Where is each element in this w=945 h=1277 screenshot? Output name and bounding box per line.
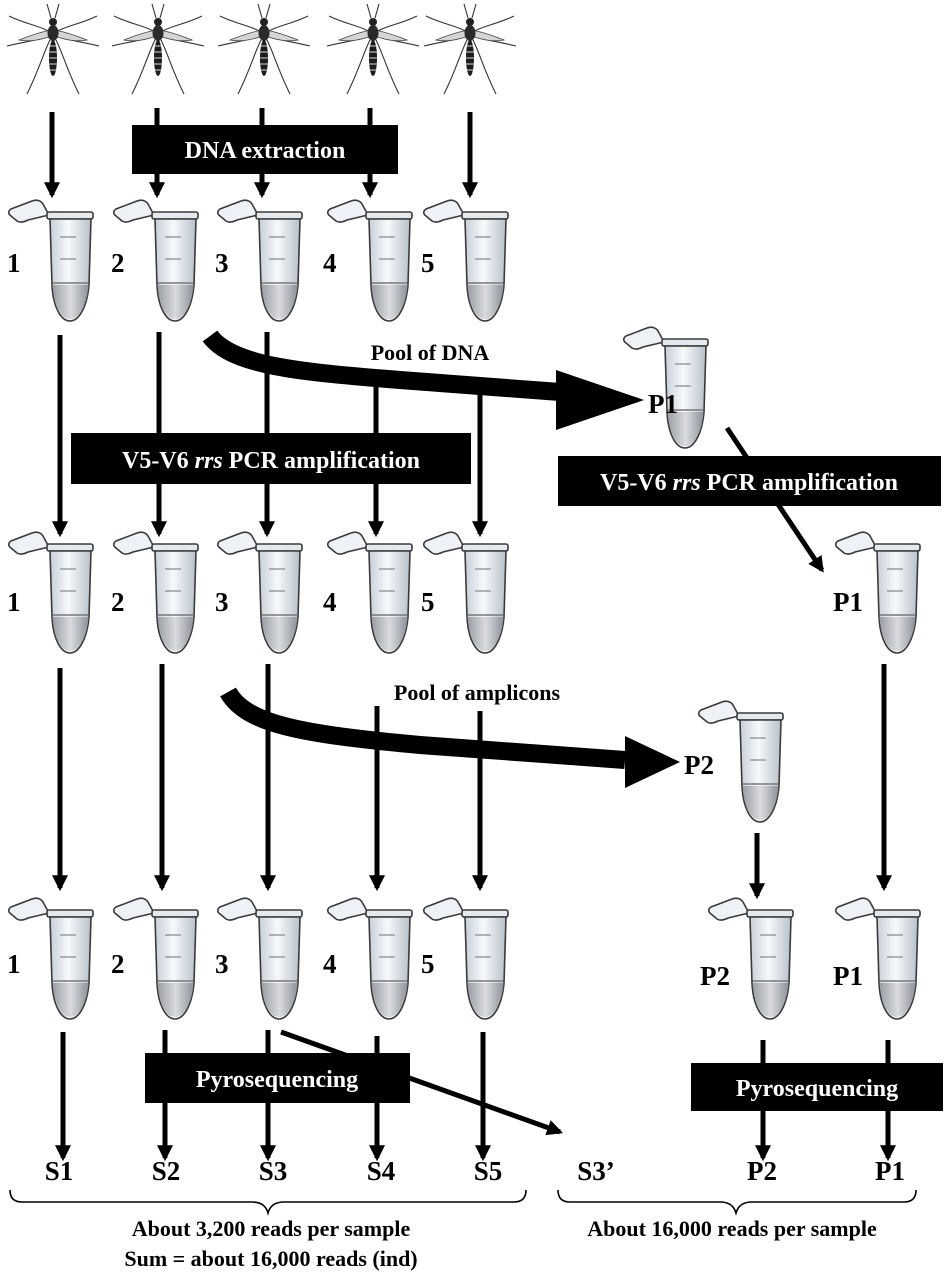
pcr-suffix: PCR amplification xyxy=(223,448,420,474)
sample-number: 5 xyxy=(421,248,435,278)
left-brace xyxy=(9,1189,527,1217)
sample-number: 1 xyxy=(7,587,21,617)
mosquito-icon xyxy=(111,3,205,95)
sample-number: 5 xyxy=(421,587,435,617)
tube-icon xyxy=(216,531,303,654)
dna-extraction-step: DNA extraction xyxy=(132,125,398,174)
dna-extraction-label: DNA extraction xyxy=(185,138,346,164)
pool-tube-label: P2 xyxy=(700,961,730,991)
tube-icon xyxy=(7,531,94,654)
sequence-label: S1 xyxy=(45,1156,74,1186)
pool-tube-p1: P1 xyxy=(622,326,709,449)
pool-tube-label: P2 xyxy=(684,750,714,780)
tube-icon xyxy=(216,897,303,1020)
sample-number: 2 xyxy=(111,949,125,979)
tube-icon xyxy=(7,897,94,1020)
pool-dna-arrow: Pool of DNA xyxy=(202,330,644,430)
sequence-label: P1 xyxy=(875,1156,905,1186)
tube-icon xyxy=(707,897,794,1020)
pcr-prefix: V5-V6 xyxy=(600,470,673,496)
pcr-step-pool: V5-V6 rrs PCR amplification xyxy=(558,456,941,506)
tube-icon xyxy=(7,199,94,322)
pyrosequencing-step-pool: Pyrosequencing xyxy=(691,1063,943,1111)
arrows-pooling xyxy=(51,664,893,900)
mosquito-icon xyxy=(6,3,100,95)
pcr-gene: rrs xyxy=(195,448,223,474)
summary-left-line2: Sum = about 16,000 reads (ind) xyxy=(124,1246,417,1271)
pool-of-amplicons-label: Pool of amplicons xyxy=(394,680,561,705)
tube-icon xyxy=(112,531,199,654)
tube-icon xyxy=(422,199,509,322)
right-brace xyxy=(557,1189,917,1217)
sample-number: 4 xyxy=(323,949,337,979)
pool-tube-label: P1 xyxy=(833,587,863,617)
tube-icon xyxy=(326,897,413,1020)
summary: About 3,200 reads per sample Sum = about… xyxy=(124,1216,877,1271)
tube-row-final: 1 2 3 4 5 P2 P1 xyxy=(7,897,921,1020)
pool-tube-label: P1 xyxy=(648,389,678,419)
tube-icon xyxy=(112,199,199,322)
tube-icon xyxy=(422,531,509,654)
sample-number: 2 xyxy=(111,248,125,278)
summary-right: About 16,000 reads per sample xyxy=(587,1216,877,1241)
svg-text:V5-V6 rrs PCR amplification: V5-V6 rrs PCR amplification xyxy=(600,470,898,496)
sequence-label: S3 xyxy=(259,1156,288,1186)
sample-number: 4 xyxy=(323,248,337,278)
arrow xyxy=(280,1029,564,1136)
sample-number: 3 xyxy=(215,949,229,979)
sample-number: 1 xyxy=(7,949,21,979)
tube-icon xyxy=(422,897,509,1020)
tube-icon xyxy=(112,897,199,1020)
sequence-label: S5 xyxy=(474,1156,503,1186)
sample-number: 3 xyxy=(215,248,229,278)
pool-tube-label: P1 xyxy=(833,961,863,991)
braces xyxy=(9,1189,917,1217)
mosquito-row xyxy=(6,3,517,95)
tube-icon xyxy=(216,199,303,322)
sequence-labels: S1 S2 S3 S4 S5 S3’ P2 P1 xyxy=(45,1156,905,1186)
sequence-label: P2 xyxy=(747,1156,777,1186)
sample-number: 5 xyxy=(421,949,435,979)
sequence-label: S3’ xyxy=(577,1156,615,1186)
sample-number: 2 xyxy=(111,587,125,617)
mosquito-icon xyxy=(423,3,517,95)
tube-icon xyxy=(834,897,921,1020)
pcr-prefix: V5-V6 xyxy=(122,448,195,474)
sample-number: 3 xyxy=(215,587,229,617)
pyrosequencing-step-individual: Pyrosequencing xyxy=(145,1053,410,1103)
mosquito-icon xyxy=(217,3,311,95)
svg-text:V5-V6 rrs PCR amplification: V5-V6 rrs PCR amplification xyxy=(122,448,420,474)
mosquito-icon xyxy=(326,3,420,95)
pcr-step-individual: V5-V6 rrs PCR amplification xyxy=(71,433,471,484)
pool-tube-p2: P2 xyxy=(684,700,784,823)
pcr-gene: rrs xyxy=(673,470,701,496)
tube-row-amplicons: 1 2 3 4 5 P1 xyxy=(7,531,921,654)
summary-left-line1: About 3,200 reads per sample xyxy=(132,1216,411,1241)
tube-icon xyxy=(326,531,413,654)
pyrosequencing-label: Pyrosequencing xyxy=(196,1067,358,1093)
sample-number: 4 xyxy=(323,587,337,617)
tube-icon xyxy=(326,199,413,322)
sequence-label: S4 xyxy=(367,1156,396,1186)
pool-of-dna-label: Pool of DNA xyxy=(371,340,490,365)
sample-number: 1 xyxy=(7,248,21,278)
tube-row-extracted-dna: 1 2 3 4 5 xyxy=(7,199,509,322)
pyrosequencing-label: Pyrosequencing xyxy=(736,1076,898,1102)
sequence-label: S2 xyxy=(152,1156,181,1186)
pcr-suffix: PCR amplification xyxy=(701,470,898,496)
tube-icon xyxy=(622,326,709,449)
pool-amplicons-arrow: Pool of amplicons xyxy=(220,680,680,788)
